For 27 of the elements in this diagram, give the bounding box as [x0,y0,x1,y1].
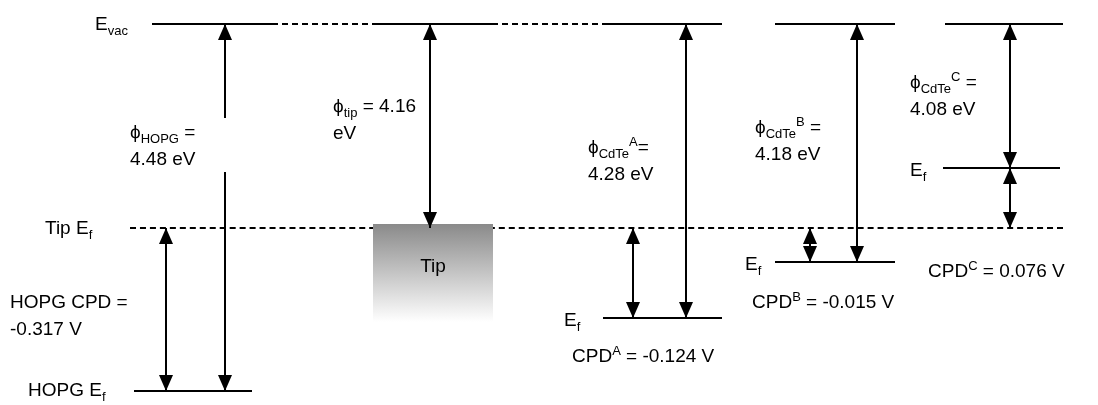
energy-level-line [775,261,895,263]
energy-level-line [134,390,252,392]
double-arrow [626,227,640,319]
energy-level-line [775,23,895,25]
double-arrow [1003,23,1017,169]
energy-level-line [603,23,722,25]
double-arrow [1003,167,1017,229]
double-arrow [803,227,817,263]
level-label: E$_{f}$ [564,308,581,333]
energy-level-line [945,23,1063,25]
double-arrow [423,23,437,229]
tip-label: Tip [419,254,447,278]
energy-level-line [943,167,1060,169]
double-arrow [850,23,864,263]
energy-level-line [603,317,722,319]
dashed-line [271,23,374,25]
level-label: HOPG E$_{f}$ [28,378,106,403]
energy-level-line [373,23,492,25]
tip-block [373,224,493,322]
energy-level-line [152,23,272,25]
level-label: E$_{f}$ [745,252,762,277]
double-arrow [159,227,173,392]
dashed-line [491,23,604,25]
level-label: E$_{vac}$ [95,12,128,37]
level-label: E$_{f}$ [910,158,927,183]
level-label: Tip E$_{f}$ [45,216,93,241]
double-arrow [679,23,693,319]
